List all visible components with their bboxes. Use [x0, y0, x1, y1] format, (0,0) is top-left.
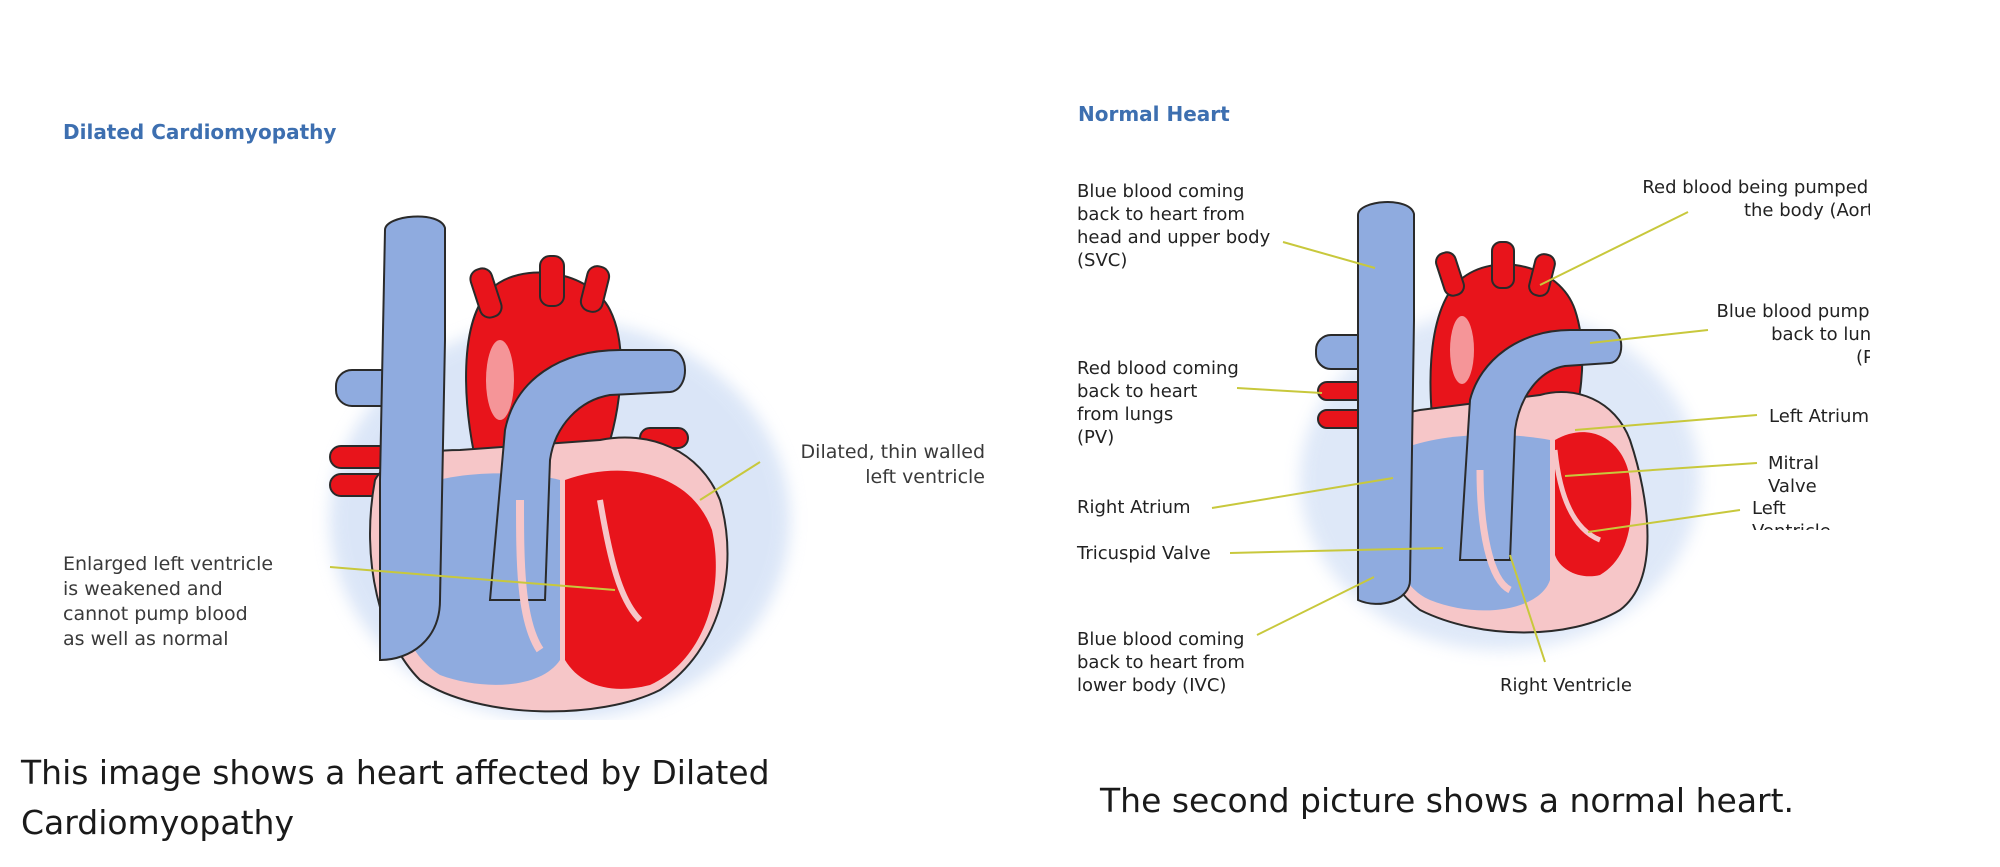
label-left-atrium: Left Atrium	[1769, 406, 1869, 427]
label-pv: Red blood coming back to heart from lung…	[1077, 358, 1239, 448]
label-pa: Blue blood pumped back to lungs (PA)	[1716, 301, 1870, 368]
leader-right-ventricle	[1509, 554, 1546, 663]
right-panel-title: Normal Heart	[1078, 102, 1230, 126]
leader-left-ventricle	[1587, 509, 1741, 533]
dilated-heart-illustration	[329, 215, 790, 720]
label-enlarged-left-ventricle: Enlarged left ventricle is weakened and …	[63, 553, 274, 650]
leader-dilated	[699, 461, 761, 501]
leader-mitral	[1564, 462, 1758, 477]
leader-aorta	[1539, 211, 1689, 286]
leader-svc	[1282, 241, 1376, 269]
leader-left-atrium	[1574, 414, 1758, 431]
leader-tricuspid	[1229, 547, 1444, 554]
leader-enlarged	[329, 566, 616, 591]
label-dilated-left-ventricle: Dilated, thin walled left ventricle	[800, 441, 985, 488]
label-right-atrium: Right Atrium	[1077, 497, 1191, 518]
label-aorta: Red blood being pumped to the body (Aort…	[1642, 177, 1870, 221]
caption-left: This image shows a heart affected by Dil…	[21, 753, 770, 842]
label-svc: Blue blood coming back to heart from hea…	[1077, 181, 1271, 271]
leader-right-atrium	[1211, 477, 1394, 509]
label-ivc: Blue blood coming back to heart from low…	[1077, 629, 1245, 696]
label-left-ventricle: Left Ventricle	[1752, 498, 1831, 530]
label-right-ventricle: Right Ventricle	[1500, 675, 1632, 696]
caption-right: The second picture shows a normal heart.	[1100, 781, 1795, 820]
leader-ivc	[1256, 576, 1375, 636]
leader-pv	[1236, 387, 1323, 394]
label-mitral-valve: Mitral Valve	[1768, 453, 1820, 497]
label-tricuspid-valve: Tricuspid Valve	[1077, 543, 1211, 564]
right-labels-clip: Red blood being pumped to the body (Aort…	[1600, 170, 1870, 530]
normal-heart-illustration	[1211, 201, 1758, 663]
leader-pa	[1589, 329, 1709, 344]
left-panel-title: Dilated Cardiomyopathy	[63, 120, 337, 144]
